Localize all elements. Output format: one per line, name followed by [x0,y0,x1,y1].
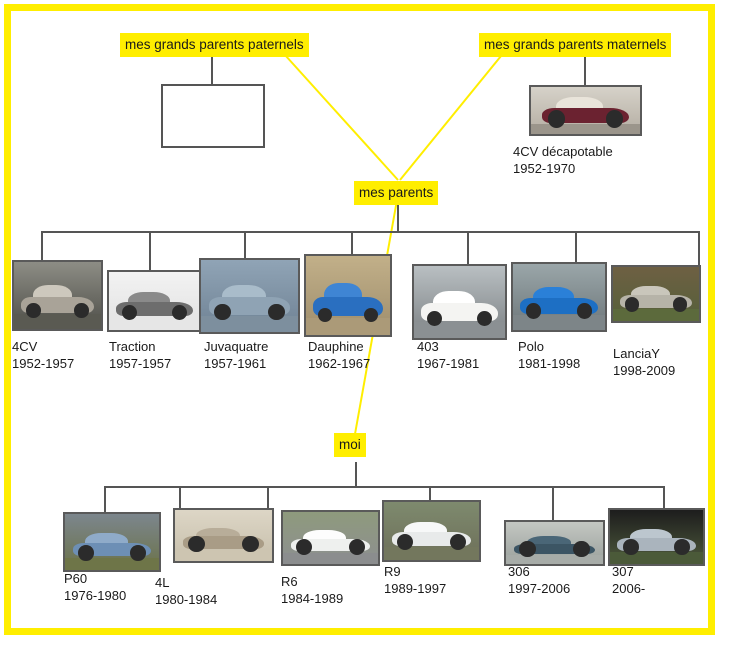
photo-moi-1[interactable] [173,508,274,563]
caption-moi-1: 4L 1980-1984 [155,574,217,608]
car-name: 307 [612,564,634,579]
photo-parents-5[interactable] [511,262,607,332]
photo-moi-4[interactable] [504,520,605,566]
caption-moi-0: P60 1976-1980 [64,570,126,604]
car-years: 1981-1998 [518,356,581,371]
photo-parents-3[interactable] [304,254,392,337]
caption-parents-4: 403 1967-1981 [417,338,479,372]
caption-parents-6: LanciaY 1998-2009 [613,345,675,379]
photo-parents-2[interactable] [199,258,300,334]
car-years: 1998-2009 [613,363,676,378]
car-years: 1967-1981 [417,356,480,371]
paternal-photo-placeholder[interactable] [161,84,265,148]
car-years: 1952-1957 [12,356,75,371]
photo-moi-5[interactable] [608,508,705,566]
caption-parents-1: Traction 1957-1957 [109,338,171,372]
car-years: 1952-1970 [513,161,576,176]
car-name: 4CV décapotable [513,144,613,159]
caption-parents-2: Juvaquatre 1957-1961 [204,338,268,372]
photo-moi-2[interactable] [281,510,380,566]
caption-moi-3: R9 1989-1997 [384,563,446,597]
car-years: 1957-1961 [204,356,267,371]
caption-moi-4: 306 1997-2006 [508,563,570,597]
label-mes-parents[interactable]: mes parents [354,181,439,205]
car-name: 306 [508,564,530,579]
caption-moi-5: 307 2006- [612,563,645,597]
label-moi[interactable]: moi [334,433,366,457]
car-name: P60 [64,571,88,586]
car-years: 2006- [612,581,646,596]
car-name: Traction [109,339,156,354]
car-years: 1997-2006 [508,581,571,596]
car-name: LanciaY [613,346,660,361]
photo-4cv-decapotable[interactable] [529,85,642,136]
car-name: Polo [518,339,545,354]
photo-parents-4[interactable] [412,264,507,340]
caption-4cv-decapotable: 4CV décapotable 1952-1970 [513,143,613,177]
photo-parents-0[interactable] [12,260,103,331]
car-name: Juvaquatre [204,339,269,354]
caption-parents-3: Dauphine 1962-1967 [308,338,370,372]
caption-moi-2: R6 1984-1989 [281,573,343,607]
photo-parents-6[interactable] [611,265,701,323]
car-name: Dauphine [308,339,364,354]
car-name: 4L [155,575,170,590]
car-name: 4CV [12,339,38,354]
caption-parents-5: Polo 1981-1998 [518,338,580,372]
caption-parents-0: 4CV 1952-1957 [12,338,74,372]
label-maternal-grandparents[interactable]: mes grands parents maternels [479,33,672,57]
label-paternal-grandparents[interactable]: mes grands parents paternels [120,33,309,57]
car-years: 1984-1989 [281,591,344,606]
photo-parents-1[interactable] [107,270,202,332]
car-years: 1976-1980 [64,588,127,603]
car-name: R9 [384,564,401,579]
car-years: 1962-1967 [308,356,371,371]
car-years: 1957-1957 [109,356,172,371]
car-name: R6 [281,574,298,589]
photo-moi-0[interactable] [63,512,161,572]
car-name: 403 [417,339,439,354]
photo-moi-3[interactable] [382,500,481,562]
car-years: 1980-1984 [155,592,218,607]
car-years: 1989-1997 [384,581,447,596]
